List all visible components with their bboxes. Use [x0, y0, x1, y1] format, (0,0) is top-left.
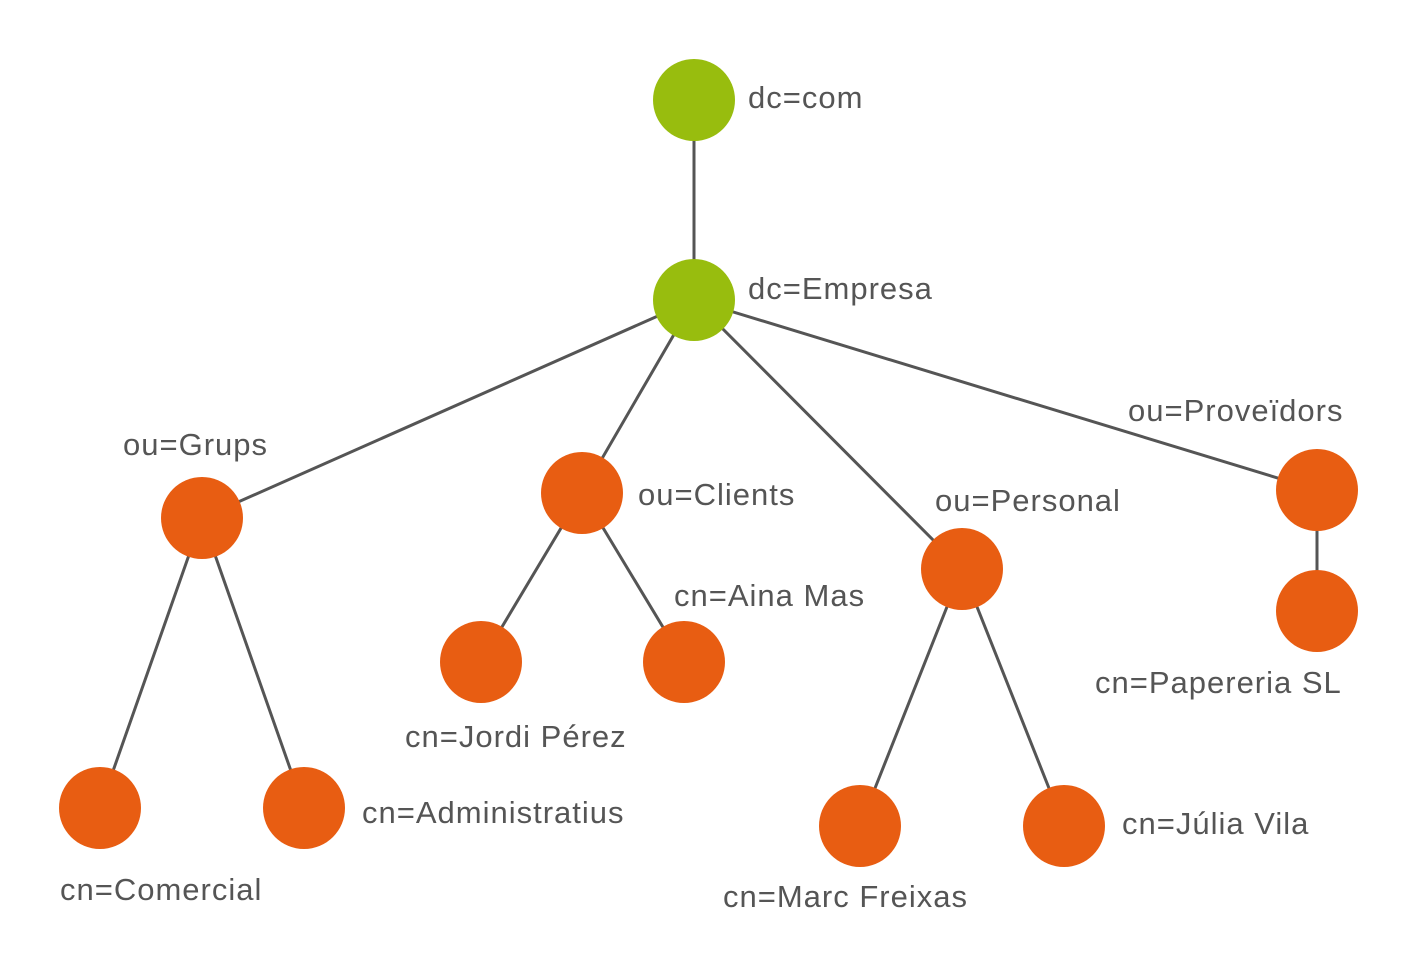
edge-grups-comercial [98, 516, 204, 810]
label-grups: ou=Grups [123, 427, 268, 462]
node-clients[interactable] [541, 452, 623, 534]
tree-nodes [59, 59, 1358, 867]
node-julia[interactable] [1023, 785, 1105, 867]
node-jordi[interactable] [440, 621, 522, 703]
tree-edges [98, 98, 1319, 828]
label-personal: ou=Personal [935, 483, 1121, 518]
node-papereria[interactable] [1276, 570, 1358, 652]
edge-personal-marc [858, 567, 964, 828]
tree-labels: dc=com dc=Empresa ou=Grups ou=Clients ou=Per… [60, 80, 1343, 914]
label-clients: ou=Clients [638, 477, 795, 512]
label-julia: cn=Júlia Vila [1122, 806, 1309, 841]
node-personal[interactable] [921, 528, 1003, 610]
node-proveidors[interactable] [1276, 449, 1358, 531]
label-aina: cn=Aina Mas [674, 578, 865, 613]
label-empresa: dc=Empresa [748, 271, 933, 306]
node-marc[interactable] [819, 785, 901, 867]
label-proveidors: ou=Proveïdors [1128, 393, 1343, 428]
node-administratius[interactable] [263, 767, 345, 849]
label-papereria: cn=Papereria SL [1095, 665, 1342, 700]
edge-grups-administratius [200, 516, 306, 810]
node-com[interactable] [653, 59, 735, 141]
label-comercial: cn=Comercial [60, 872, 262, 907]
label-administratius: cn=Administratius [362, 795, 625, 830]
label-marc: cn=Marc Freixas [723, 879, 968, 914]
node-comercial[interactable] [59, 767, 141, 849]
label-jordi: cn=Jordi Pérez [405, 719, 627, 754]
node-grups[interactable] [161, 477, 243, 559]
label-com: dc=com [748, 80, 863, 115]
edge-empresa-personal [692, 298, 964, 571]
edge-empresa-grups [200, 298, 696, 520]
node-empresa[interactable] [653, 259, 735, 341]
node-aina[interactable] [643, 621, 725, 703]
edge-empresa-proveidors [692, 298, 1319, 492]
edge-personal-julia [960, 567, 1066, 828]
